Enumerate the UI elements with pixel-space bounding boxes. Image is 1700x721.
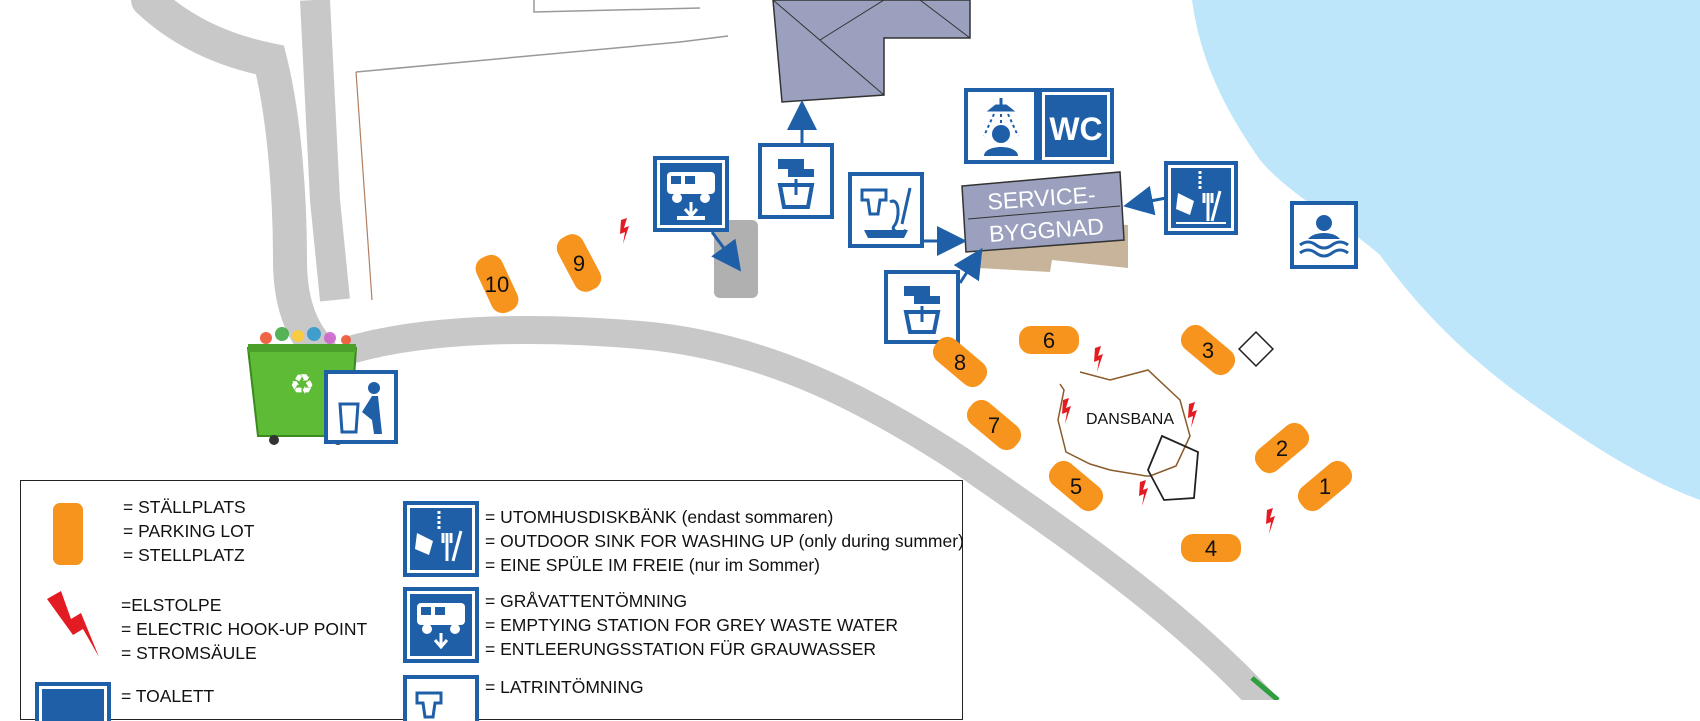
pitch-shape [1180, 324, 1236, 376]
legend-electric-sv: =ELSTOLPE [121, 595, 222, 615]
wc-label: WC [1049, 111, 1102, 147]
legend-wc-icon [35, 682, 111, 721]
pitch-shape [1181, 534, 1241, 562]
pitch-3: 3 [1180, 324, 1236, 376]
road-spur [300, 0, 350, 302]
electric-bolt-icon [1094, 346, 1103, 372]
pitch-1: 1 [1297, 460, 1353, 512]
electric-bolt-icon [1062, 398, 1071, 424]
pitch-number: 9 [573, 251, 585, 276]
pitch-4: 4 [1181, 534, 1241, 562]
pitch-7: 7 [966, 399, 1022, 451]
pitch-shape [1048, 460, 1104, 512]
latrine-emptying-icon [848, 172, 924, 248]
pitch-shape [1254, 422, 1310, 474]
plot-outline [355, 35, 729, 73]
dance-floor-label: DANSBANA [1086, 411, 1174, 428]
pitch-6: 6 [1019, 326, 1079, 354]
service-building: SERVICE- BYGGNAD [961, 171, 1128, 272]
legend-toilet-sv: = TOALETT [121, 686, 215, 706]
shower-icon [964, 88, 1038, 164]
campsite-map: SERVICE- BYGGNAD [131, 0, 1700, 700]
legend-parking-sv: = STÄLLPLATS [123, 497, 246, 517]
legend-grey-water-icon [403, 587, 479, 663]
legend-electric-de: = STROMSÄULE [121, 643, 257, 663]
pitch-number: 5 [1070, 474, 1082, 499]
pitch-number: 4 [1205, 536, 1217, 561]
legend-sink-icon [403, 501, 479, 577]
pitch-8: 8 [932, 336, 988, 388]
pitch-number: 3 [1202, 338, 1214, 363]
legend-sink-sv: = UTOMHUSDISKBÄNK (endast sommaren) [485, 507, 834, 527]
pitch-number: 1 [1319, 474, 1331, 499]
plot-outline-right [355, 71, 373, 301]
electric-bolt-icon [1188, 402, 1197, 428]
legend-sink-de: = EINE SPÜLE IM FREIE (nur im Sommer) [485, 555, 820, 575]
pitch-number: 7 [988, 413, 1000, 438]
plot-outline-top [533, 0, 701, 13]
pitch-9: 9 [556, 234, 602, 292]
wc-icon: WC [1038, 88, 1114, 164]
dance-floor: DANSBANA [1057, 369, 1199, 501]
legend-latrine-icon [403, 675, 479, 721]
electric-bolt-icon [1139, 480, 1148, 506]
electric-bolt-icon [1266, 508, 1275, 534]
legend-bolt-icon [47, 591, 99, 657]
legend-electric-en: = ELECTRIC HOOK-UP POINT [121, 619, 368, 639]
legend-latrine-sv: = LATRINTÖMNING [485, 677, 644, 697]
pitch-number: 8 [954, 350, 966, 375]
main-building [772, 0, 971, 103]
legend-grey-en: = EMPTYING STATION FOR GREY WASTE WATER [485, 615, 899, 635]
diamond-marker [1237, 330, 1275, 368]
outdoor-sink-icon [1164, 161, 1238, 235]
pitch-number: 10 [485, 272, 509, 297]
pitch-shape [1297, 460, 1353, 512]
legend-pitch-icon [53, 503, 83, 565]
swimming-icon [1290, 201, 1358, 269]
pitch-number: 6 [1043, 328, 1055, 353]
water-tap-icon [758, 143, 834, 219]
pitch-2: 2 [1254, 422, 1310, 474]
pitch-5: 5 [1048, 460, 1104, 512]
arrows [710, 100, 1167, 284]
pitch-shape [1019, 326, 1079, 354]
legend-grey-de: = ENTLEERUNGSSTATION FÜR GRAUWASSER [485, 639, 877, 659]
road-north [131, 0, 337, 367]
water-tap-icon-2 [884, 270, 960, 344]
electric-bolt-icon [620, 218, 629, 244]
road-marking [1250, 676, 1280, 700]
lake [1192, 0, 1700, 500]
pitch-number: 2 [1276, 436, 1288, 461]
legend-parking-en: = PARKING LOT [123, 521, 255, 541]
pitches: 1 2 3 4 5 6 7 8 9 10 [475, 234, 1353, 562]
electric-points [620, 218, 1275, 534]
pitch-shape [932, 336, 988, 388]
legend: = STÄLLPLATS = PARKING LOT = STELLPLATZ … [20, 480, 964, 721]
grey-water-emptying-icon [653, 156, 729, 232]
pitch-10: 10 [475, 254, 519, 314]
pitch-shape [475, 254, 519, 314]
road-main [346, 316, 1280, 700]
legend-grey-sv: = GRÅVATTENTÖMNING [485, 591, 688, 611]
pitch-shape [966, 399, 1022, 451]
svg-text:♻: ♻ [289, 369, 314, 400]
legend-parking-de: = STELLPLATZ [123, 545, 245, 565]
litter-icon [324, 370, 398, 444]
pitch-shape [556, 234, 602, 292]
legend-sink-en: = OUTDOOR SINK FOR WASHING UP (only duri… [485, 531, 964, 551]
